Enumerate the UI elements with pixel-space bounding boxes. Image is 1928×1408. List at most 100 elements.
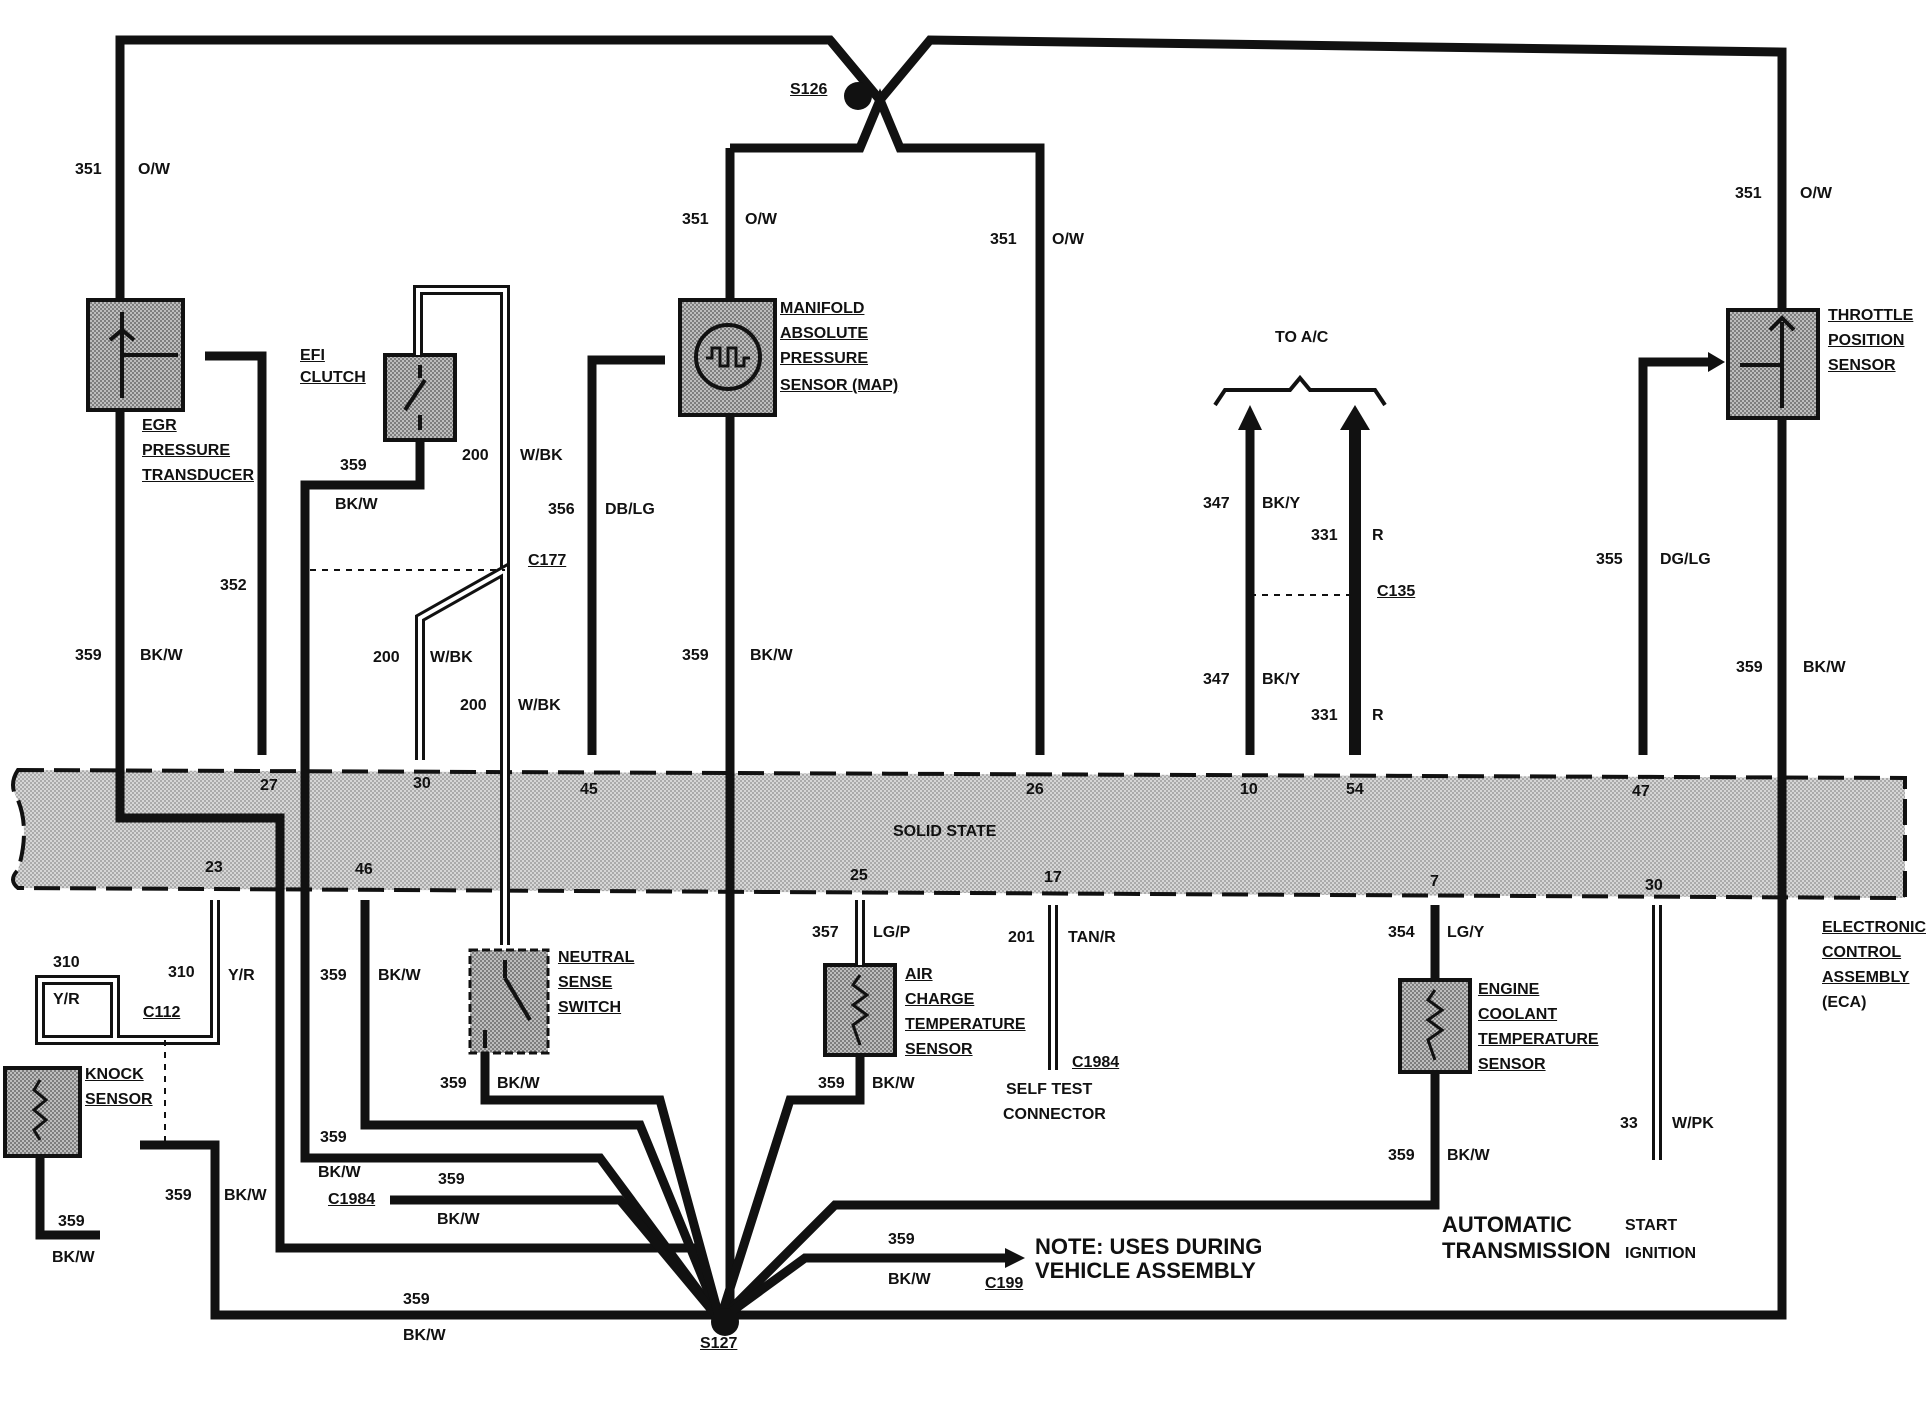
label-310-a: 310 — [53, 954, 80, 971]
pin-27: 27 — [260, 777, 278, 794]
wire-act-359 — [715, 1055, 865, 1322]
wire-352 — [205, 351, 267, 755]
egr-label-2: PRESSURE — [142, 442, 231, 459]
ect-label-3: TEMPERATURE — [1478, 1031, 1599, 1048]
act-label-3: TEMPERATURE — [905, 1016, 1026, 1033]
label-331-b: 331 — [1311, 707, 1338, 724]
pin-26: 26 — [1026, 781, 1044, 798]
label-bkw-nss: BK/W — [497, 1075, 540, 1092]
label-359-efi: 359 — [340, 457, 367, 474]
efi-label-2: CLUTCH — [300, 369, 366, 386]
pin-10: 10 — [1240, 781, 1258, 798]
label-lgp: LG/P — [873, 924, 911, 941]
label-310-b: 310 — [168, 964, 195, 981]
eca-label-3: ASSEMBLY — [1822, 969, 1910, 986]
wire-tps-359 — [140, 418, 1787, 1320]
eca-label-2: CONTROL — [1822, 944, 1902, 961]
pin-7: 7 — [1430, 873, 1439, 890]
label-352: 352 — [220, 577, 247, 594]
wire-c199 — [717, 1253, 1010, 1324]
tps-label-3: SENSOR — [1828, 357, 1896, 374]
ect-label-1: ENGINE — [1478, 981, 1540, 998]
eca-label-4: (ECA) — [1822, 994, 1867, 1011]
label-wbk-a: W/BK — [520, 447, 563, 464]
wire-46 — [360, 900, 725, 1322]
label-ow-mid: O/W — [1052, 231, 1084, 248]
act-label-1: AIR — [905, 966, 933, 983]
label-c199: C199 — [985, 1275, 1024, 1292]
label-tanr: TAN/R — [1068, 929, 1116, 946]
label-356: 356 — [548, 501, 575, 518]
label-ow-map: O/W — [745, 211, 777, 228]
label-ow-tps: O/W — [1800, 185, 1832, 202]
label-351-mid: 351 — [990, 231, 1017, 248]
label-c177: C177 — [528, 552, 567, 569]
label-351-map: 351 — [682, 211, 709, 228]
label-solid-state: SOLID STATE — [893, 823, 997, 840]
eca-label-1: ELECTRONIC — [1822, 919, 1926, 936]
label-yr-b: Y/R — [228, 967, 255, 984]
label-bkw-c1984: BK/W — [437, 1211, 480, 1228]
selftest-label-1: SELF TEST — [1006, 1081, 1093, 1098]
label-359-c199: 359 — [888, 1231, 915, 1248]
label-r-b: R — [1372, 707, 1384, 724]
map-label-3: PRESSURE — [780, 350, 869, 367]
nss-label-3: SWITCH — [558, 999, 622, 1016]
wire-nss-359 — [480, 1053, 725, 1322]
label-to-ac: TO A/C — [1275, 329, 1329, 346]
label-bky-a: BK/Y — [1262, 495, 1301, 512]
label-359-ect: 359 — [1388, 1147, 1415, 1164]
label-200-b: 200 — [373, 649, 400, 666]
label-331-a: 331 — [1311, 527, 1338, 544]
act-label-4: SENSOR — [905, 1041, 973, 1058]
label-s126: S126 — [790, 81, 828, 98]
pin-23: 23 — [205, 859, 223, 876]
label-ignition: IGNITION — [1625, 1245, 1697, 1262]
note-line-1: NOTE: USES DURING — [1035, 1234, 1263, 1259]
ect-label-4: SENSOR — [1478, 1056, 1546, 1073]
label-359-left: 359 — [320, 967, 347, 984]
label-ow-egr: O/W — [138, 161, 170, 178]
wire-knock-359 — [35, 1156, 100, 1240]
selftest-label-2: CONNECTOR — [1003, 1106, 1106, 1123]
splice-s127 — [711, 1308, 739, 1336]
pin-46: 46 — [355, 861, 373, 878]
label-bkw-left: BK/W — [378, 967, 421, 984]
label-wpk: W/PK — [1672, 1115, 1714, 1132]
egr-label-3: TRANSDUCER — [142, 467, 254, 484]
wire-351-loop — [115, 35, 1787, 755]
pin-54: 54 — [1346, 781, 1364, 798]
label-347-b: 347 — [1203, 671, 1230, 688]
label-357: 357 — [812, 924, 839, 941]
pin-25: 25 — [850, 867, 868, 884]
label-bkw-efi: BK/W — [335, 496, 378, 513]
label-transmission: TRANSMISSION — [1442, 1238, 1611, 1263]
eca-band — [11, 767, 1907, 901]
label-359-efi2: 359 — [320, 1129, 347, 1146]
knock-sensor — [3, 1066, 82, 1158]
label-bkw-tps: BK/W — [1803, 659, 1846, 676]
label-r-a: R — [1372, 527, 1384, 544]
nss-label-1: NEUTRAL — [558, 949, 635, 966]
label-bky-b: BK/Y — [1262, 671, 1301, 688]
efi-label-1: EFI — [300, 347, 325, 364]
label-33: 33 — [1620, 1115, 1638, 1132]
label-start: START — [1625, 1217, 1678, 1234]
label-359-knock: 359 — [58, 1213, 85, 1230]
label-bkw-c199: BK/W — [888, 1271, 931, 1288]
label-351-egr: 351 — [75, 161, 102, 178]
label-dglg: DG/LG — [1660, 551, 1711, 568]
label-c112: C112 — [143, 1004, 181, 1021]
label-lgy: LG/Y — [1447, 924, 1485, 941]
label-359-egr: 359 — [75, 647, 102, 664]
wire-c1984-359 — [390, 1195, 724, 1323]
label-bkw-egr: BK/W — [140, 647, 183, 664]
wire-crossover — [100, 1235, 215, 1315]
label-wbk-b: W/BK — [430, 649, 473, 666]
label-200-a: 200 — [462, 447, 489, 464]
label-347-a: 347 — [1203, 495, 1230, 512]
label-200-c: 200 — [460, 697, 487, 714]
splice-s126 — [844, 82, 872, 110]
to-ac-bracket — [1213, 374, 1387, 407]
